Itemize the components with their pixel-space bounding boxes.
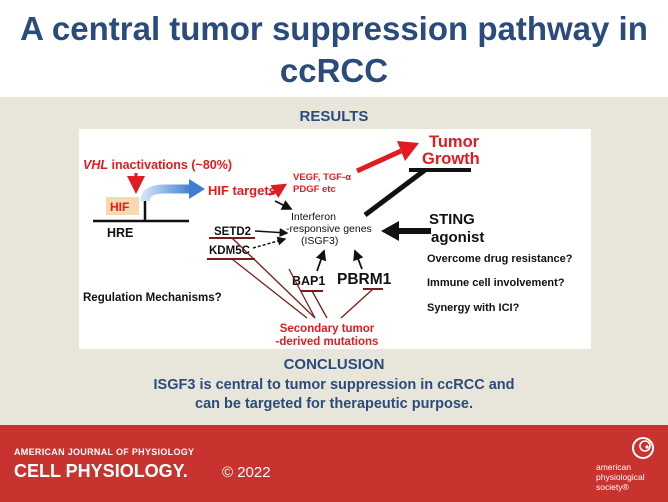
sting-label-line1: STING [429, 211, 475, 228]
question-immune-cell: Immune cell involvement? [427, 277, 565, 289]
copyright-year: © 2022 [222, 464, 271, 481]
interferon-connector [288, 268, 316, 319]
interferon-label-line1: Interferon [291, 211, 336, 223]
journal-footer [0, 425, 668, 502]
growth-arrow-shaft [355, 148, 403, 174]
question-synergy-ici: Synergy with ICI? [427, 302, 520, 314]
kdm5c-label: KDM5C [209, 245, 250, 257]
pbrm1-arrow [353, 249, 364, 270]
hif-to-vegf-arrow [268, 183, 288, 198]
bap1-connector [311, 290, 328, 319]
pathway-diagram-svg: VHL inactivations (~80%) HIF HRE HIF tar… [83, 133, 573, 348]
results-heading: RESULTS [299, 108, 369, 125]
setd2-arrow [254, 228, 289, 238]
journal-name-large: CELL PHYSIOLOGY. [14, 461, 188, 481]
secondary-mutations-line2: -derived mutations [276, 336, 379, 348]
pathway-diagram: VHL inactivations (~80%) HIF HRE HIF tar… [79, 129, 591, 349]
kdm5c-connector [231, 258, 308, 319]
bap1-arrow [315, 249, 327, 272]
hif-targets-label: HIF targets [208, 183, 276, 198]
hre-label: HRE [107, 226, 133, 240]
sting-label-line2: agonist [431, 229, 484, 246]
hif-box [106, 197, 139, 215]
secondary-mutations-line1: Secondary tumor [280, 323, 375, 335]
page-title: A central tumor suppression pathway in c… [20, 10, 648, 89]
transcription-arrowhead [189, 179, 205, 199]
society-name: american physiological society® [596, 462, 666, 492]
kdm5c-arrow [252, 236, 287, 249]
society-line-2: physiological [596, 472, 645, 482]
society-line-1: american [596, 462, 631, 472]
sting-arrowhead [381, 221, 399, 241]
bap1-label: BAP1 [292, 274, 325, 288]
journal-name-small: AMERICAN JOURNAL OF PHYSIOLOGY [14, 447, 195, 457]
interferon-label-line2: -responsive genes [286, 223, 372, 235]
interferon-label-line3: (ISGF3) [301, 235, 338, 247]
vegf-label-line2: PDGF etc [293, 184, 336, 195]
tumor-label-line1: Tumor [429, 133, 480, 151]
vhl-label: VHL inactivations (~80%) [83, 158, 232, 172]
title-band: A central tumor suppression pathway in c… [0, 0, 668, 97]
setd2-label: SETD2 [214, 226, 251, 238]
vegf-label-line1: VEGF, TGF-α [293, 172, 351, 183]
conclusion-heading: CONCLUSION [283, 356, 385, 373]
aps-logo-icon [632, 437, 654, 459]
inhibition-line [363, 168, 427, 217]
conclusion-line-2: can be targeted for therapeutic purpose. [195, 396, 473, 412]
question-drug-resistance: Overcome drug resistance? [427, 253, 573, 265]
transcription-arrow-body [140, 184, 191, 202]
pbrm1-connector [340, 288, 374, 319]
growth-arrowhead [397, 141, 419, 161]
tumor-label-line2: Growth [422, 150, 480, 168]
hif-label: HIF [110, 200, 129, 214]
hif-to-interferon-arrow [274, 200, 293, 210]
setd2-connector [231, 237, 316, 319]
conclusion-text: ISGF3 is central to tumor suppression in… [60, 376, 608, 414]
society-line-3: society® [596, 482, 629, 492]
regulation-label: Regulation Mechanisms? [83, 292, 222, 304]
mutation-connectors [231, 237, 374, 319]
conclusion-line-1: ISGF3 is central to tumor suppression in… [153, 377, 515, 393]
pbrm1-label: PBRM1 [337, 271, 392, 288]
